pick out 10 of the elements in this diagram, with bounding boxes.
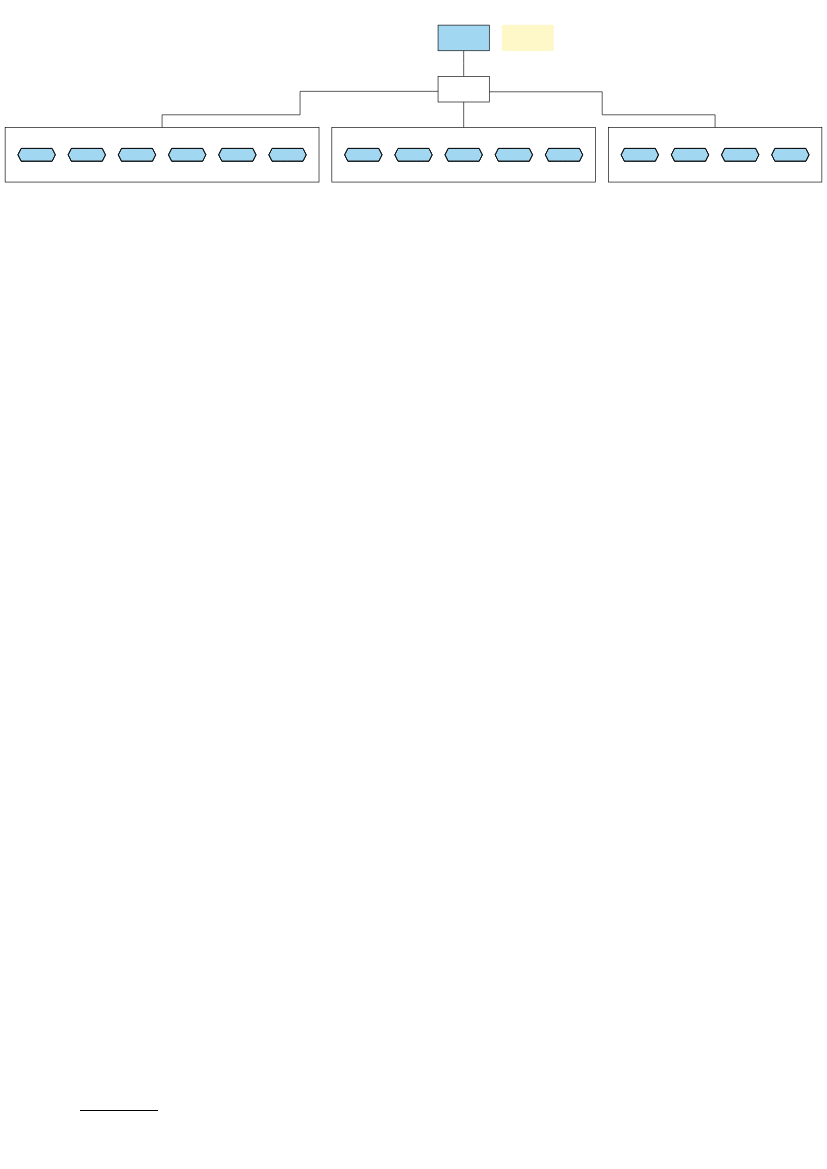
- cluster: [608, 127, 823, 183]
- node-box: [437, 76, 490, 103]
- node-box: [437, 24, 490, 52]
- connector: [489, 91, 716, 128]
- connector: [463, 50, 464, 77]
- cluster: [4, 127, 320, 183]
- node-box: [501, 24, 554, 52]
- cluster: [331, 127, 596, 183]
- connector: [161, 91, 439, 128]
- connector: [463, 101, 464, 128]
